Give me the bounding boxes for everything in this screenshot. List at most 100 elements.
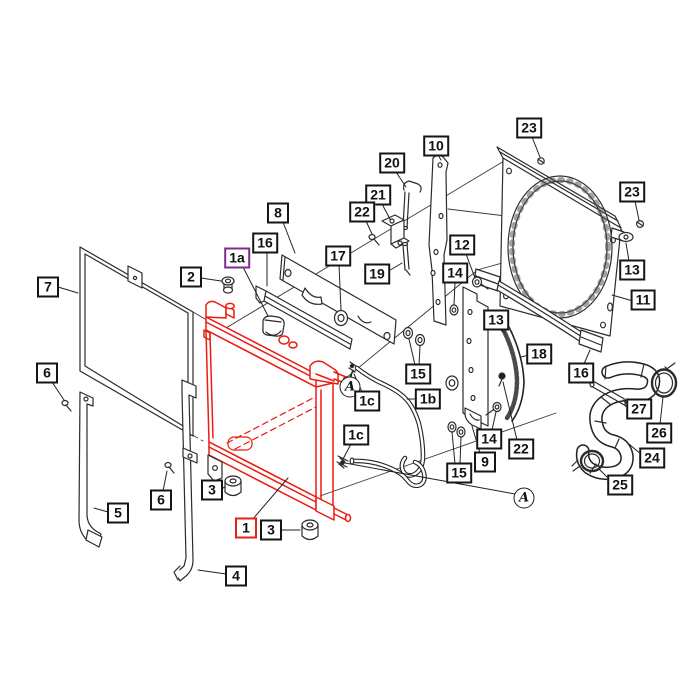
bracket-part-9	[464, 407, 482, 430]
rubber-mount-part-3a	[224, 475, 242, 497]
part-callout-19[interactable]: 19	[364, 263, 390, 285]
hose-clamp-part-26	[650, 362, 678, 398]
part-callout-14b[interactable]: 14	[476, 428, 502, 450]
part-callout-8[interactable]: 8	[267, 202, 289, 224]
part-callout-1a[interactable]: 1a	[224, 247, 250, 269]
part-callout-24[interactable]: 24	[639, 447, 665, 469]
leader-line-5	[93, 507, 109, 513]
outlet-stub-clamp-part	[336, 455, 349, 468]
part-callout-1b[interactable]: 1b	[414, 388, 442, 410]
radiator-cap-part-1a	[262, 315, 285, 337]
hose-clamp-part-25	[571, 449, 605, 473]
detail-marker-A-1: A	[513, 487, 535, 509]
part-callout-22a[interactable]: 22	[349, 201, 375, 223]
detail-marker-leader	[344, 462, 516, 495]
part-callout-20[interactable]: 20	[379, 152, 405, 174]
leader-line-1a	[242, 266, 269, 317]
hook-rod-part-20	[401, 180, 422, 231]
leader-line-17a	[338, 264, 342, 311]
fan-shroud-part	[496, 146, 625, 337]
leader-line-14a	[453, 281, 456, 306]
part-callout-1[interactable]: 1	[235, 517, 257, 539]
part-callout-23a[interactable]: 23	[516, 117, 542, 139]
leader-line-21	[381, 203, 391, 220]
rubber-mount-part-3b	[301, 519, 319, 541]
leader-line-11	[611, 294, 634, 302]
screen-panel-part	[79, 246, 194, 437]
right-stay-part	[173, 379, 198, 582]
washer-parts-15a	[402, 326, 426, 347]
part-callout-22b[interactable]: 22	[508, 438, 534, 460]
leader-line-14b	[491, 411, 497, 431]
part-callout-4[interactable]: 4	[225, 565, 247, 587]
leader-line-7	[57, 286, 79, 294]
clip-nut-part-13b	[618, 231, 634, 243]
bolt-part-22b	[498, 372, 506, 387]
part-callout-17a[interactable]: 17	[325, 245, 351, 267]
part-callout-5[interactable]: 5	[107, 502, 129, 524]
leader-line-6b	[162, 470, 168, 492]
part-callout-6b[interactable]: 6	[150, 489, 172, 511]
screw-part-6b	[164, 461, 175, 474]
screw-part-6a	[61, 399, 72, 412]
bolt-part-22a	[368, 233, 380, 246]
part-callout-14a[interactable]: 14	[442, 262, 468, 284]
part-callout-18[interactable]: 18	[526, 343, 552, 365]
part-callout-13b[interactable]: 13	[619, 259, 645, 281]
part-callout-27[interactable]: 27	[626, 398, 652, 420]
rod-part-19	[401, 241, 411, 276]
washer-parts-15b	[447, 421, 466, 438]
part-callout-21[interactable]: 21	[365, 184, 391, 206]
radiator-part	[203, 300, 352, 523]
nut-part-14a	[449, 304, 459, 316]
bolt-part-14b	[485, 401, 502, 416]
part-callout-15b[interactable]: 15	[446, 462, 472, 484]
part-callout-7[interactable]: 7	[37, 276, 59, 298]
bracket-part-21	[381, 214, 410, 249]
drain-tube-part	[349, 457, 427, 489]
leader-line-1cb	[342, 443, 352, 460]
part-callout-6a[interactable]: 6	[36, 362, 58, 384]
leader-line-23b	[634, 200, 640, 221]
grommet-part-17b	[445, 375, 459, 391]
leader-line-12	[465, 253, 476, 279]
part-callout-23b[interactable]: 23	[619, 181, 645, 203]
part-callout-3a[interactable]: 3	[201, 479, 223, 501]
part-callout-3b[interactable]: 3	[260, 519, 282, 541]
leader-line-20	[395, 171, 407, 188]
part-callout-15a[interactable]: 15	[405, 363, 431, 385]
bolt-part-12	[471, 276, 489, 290]
part-callout-16b[interactable]: 16	[568, 362, 594, 384]
part-callout-9[interactable]: 9	[474, 451, 496, 473]
part-callout-11[interactable]: 11	[630, 289, 656, 311]
part-callout-1ca[interactable]: 1c	[354, 390, 380, 412]
leader-line-6a	[51, 381, 65, 401]
bolt-part-23a	[537, 157, 545, 165]
bolt-part-23b	[635, 220, 644, 229]
part-callout-2[interactable]: 2	[180, 266, 202, 288]
part-callout-25[interactable]: 25	[607, 474, 633, 496]
curved-blade-parts-13-18	[500, 326, 525, 422]
part-callout-12[interactable]: 12	[449, 234, 475, 256]
part-callout-10[interactable]: 10	[423, 135, 449, 157]
leader-line-4	[197, 569, 227, 575]
leader-line-15a	[408, 338, 416, 366]
leader-line-15b	[459, 436, 462, 465]
leader-line-22b	[502, 381, 518, 441]
leader-line-23a	[531, 136, 541, 158]
upper-support-plate-part	[279, 254, 397, 345]
leader-line-15a	[418, 345, 421, 366]
leader-line-13b	[625, 242, 630, 262]
part-callout-16a[interactable]: 16	[252, 232, 278, 254]
part-callout-13c[interactable]: 13	[483, 309, 509, 331]
upper-bracket-bar-part	[255, 285, 353, 350]
leader-line-1	[251, 477, 289, 521]
part-callout-1cb[interactable]: 1c	[343, 424, 369, 446]
overflow-tube-part-1b	[354, 365, 426, 478]
leader-line-15b	[451, 431, 456, 465]
leader-line-8	[282, 221, 296, 254]
leader-line-16b	[583, 349, 591, 365]
part-callout-26[interactable]: 26	[646, 422, 672, 444]
